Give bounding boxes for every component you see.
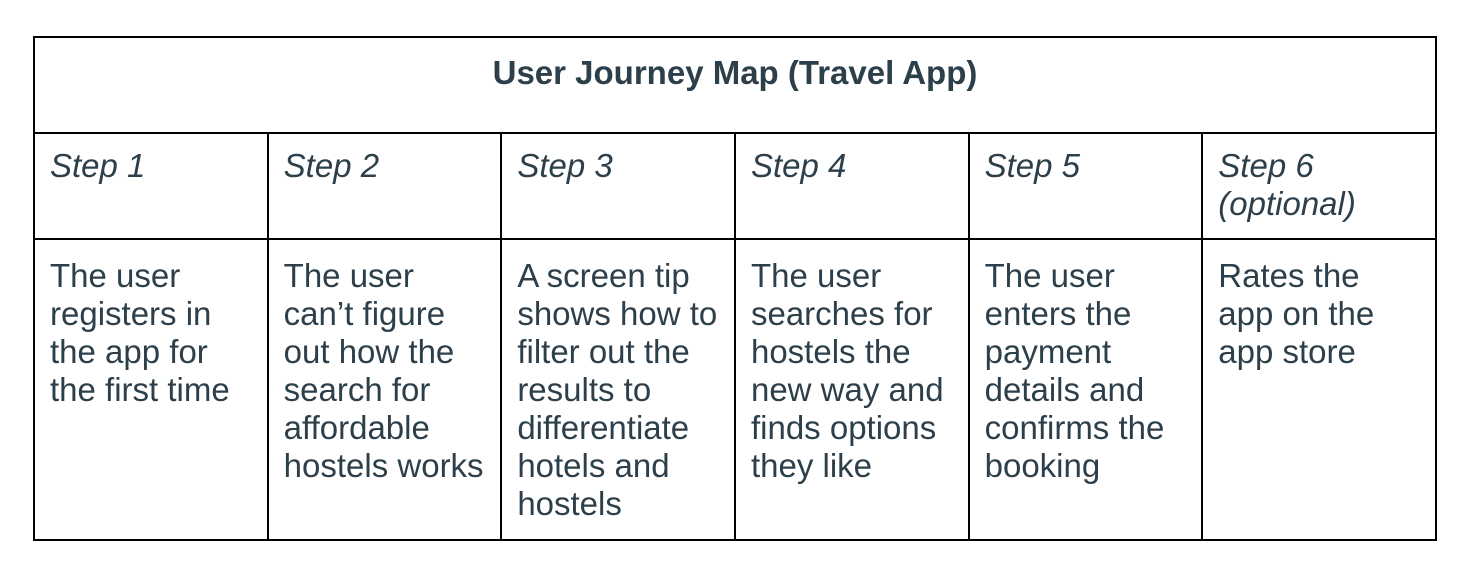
step-2-header: Step 2 <box>266 132 503 240</box>
step-2-description: The user can’t figure out how the search… <box>266 238 503 541</box>
step-3-header: Step 3 <box>500 132 736 240</box>
table-title: User Journey Map (Travel App) <box>33 36 1437 134</box>
step-3-description: A screen tip shows how to filter out the… <box>500 238 736 541</box>
step-description-row: The user registers in the app for the fi… <box>33 238 1437 541</box>
step-1-header: Step 1 <box>33 132 269 240</box>
step-5-description: The user enters the payment details and … <box>967 238 1204 541</box>
step-1-description: The user registers in the app for the fi… <box>33 238 269 541</box>
step-6-header: Step 6 (optional) <box>1201 132 1437 240</box>
step-5-header: Step 5 <box>967 132 1204 240</box>
step-header-row: Step 1 Step 2 Step 3 Step 4 Step 5 Step … <box>33 132 1437 240</box>
step-6-description: Rates the app on the app store <box>1201 238 1437 541</box>
title-row: User Journey Map (Travel App) <box>33 36 1437 134</box>
step-4-description: The user searches for hostels the new wa… <box>733 238 970 541</box>
user-journey-table: User Journey Map (Travel App) Step 1 Ste… <box>33 36 1437 541</box>
step-4-header: Step 4 <box>733 132 970 240</box>
